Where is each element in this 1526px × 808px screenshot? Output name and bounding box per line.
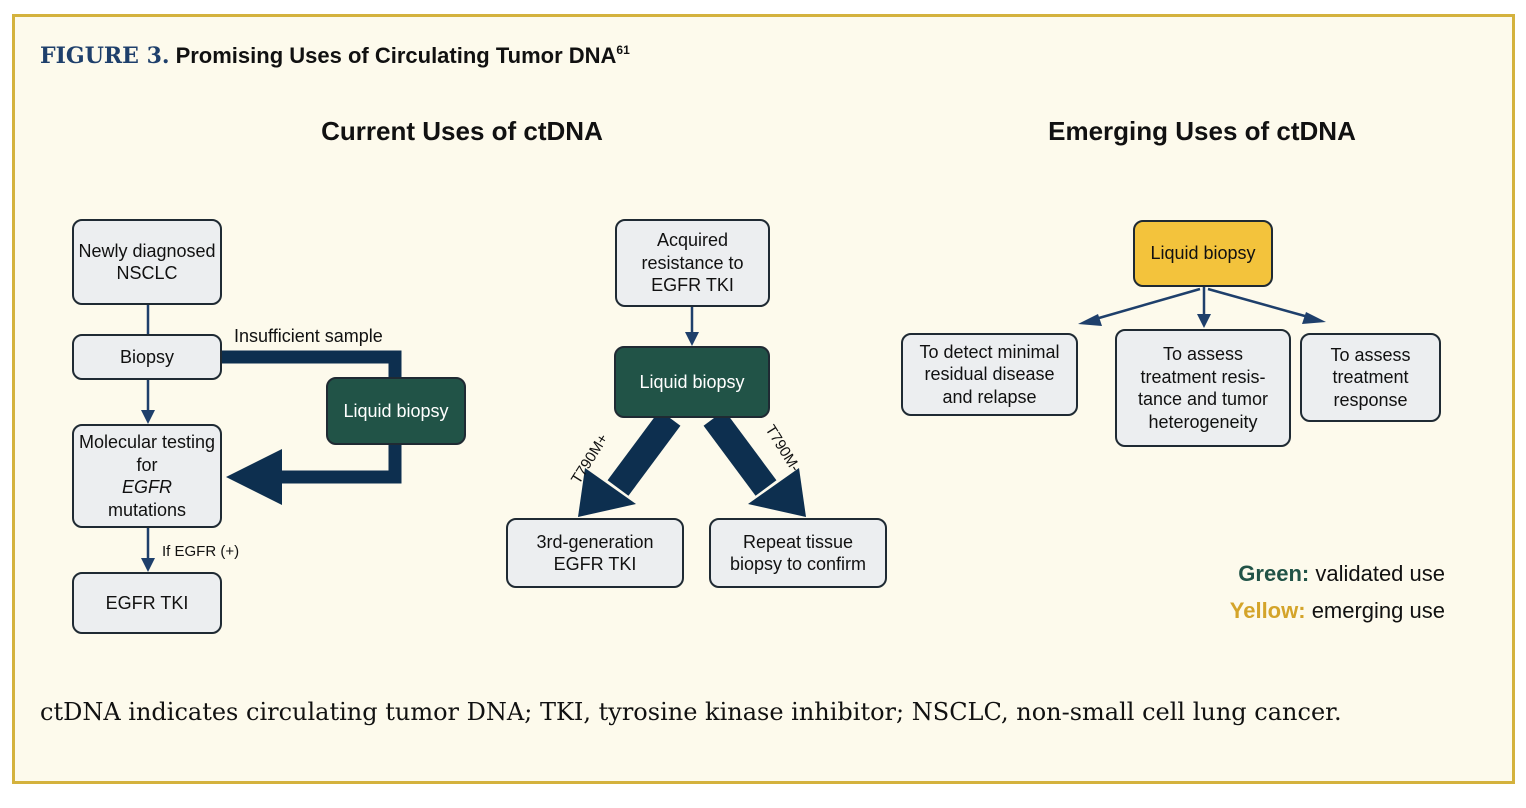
arrowhead-testing-to-tki bbox=[141, 558, 155, 572]
thick-path-insufficient-sample bbox=[222, 350, 402, 378]
box-treatment-response: To assess treatment response bbox=[1300, 333, 1441, 422]
arrowhead-liquid-to-mrd bbox=[1078, 314, 1102, 326]
thick-path-to-testing bbox=[278, 444, 402, 484]
section-title-current: Current Uses of ctDNA bbox=[321, 116, 603, 146]
box-egfr-tki: EGFR TKI bbox=[72, 572, 222, 634]
figure-reference: 61 bbox=[616, 43, 630, 57]
box-biopsy: Biopsy bbox=[72, 334, 222, 380]
box-molecular-testing: Molecular testing for EGFR mutations bbox=[72, 424, 222, 528]
thick-arrowhead-to-testing bbox=[226, 449, 282, 505]
molecular-testing-suffix: mutations bbox=[107, 499, 187, 520]
box-treatment-resistance: To assess treatment resis- tance and tum… bbox=[1115, 329, 1291, 447]
molecular-testing-gene: EGFR bbox=[121, 477, 172, 497]
legend-yellow-key: Yellow: bbox=[1229, 598, 1306, 623]
label-insufficient-sample: Insufficient sample bbox=[234, 326, 383, 346]
arrowhead-liquid-to-response bbox=[1302, 312, 1326, 324]
legend-yellow-value: emerging use bbox=[1311, 598, 1445, 623]
connector-liquid-to-mrd bbox=[1091, 287, 1201, 322]
box-liquid-biopsy-current: Liquid biopsy bbox=[326, 377, 466, 445]
legend-yellow: Yellow: emerging use bbox=[1145, 598, 1445, 624]
box-repeat-tissue-biopsy: Repeat tissue biopsy to confirm bbox=[709, 518, 887, 588]
box-minimal-residual-disease: To detect minimal residual disease and r… bbox=[901, 333, 1078, 416]
arrowhead-resistance-to-liquid bbox=[685, 332, 699, 346]
label-if-egfr-positive: If EGFR (+) bbox=[162, 543, 240, 560]
box-third-generation-tki: 3rd-generation EGFR TKI bbox=[506, 518, 684, 588]
molecular-testing-text: Molecular testing for bbox=[78, 432, 216, 475]
box-acquired-resistance: Acquired resistance to EGFR TKI bbox=[615, 219, 770, 307]
figure-title: FIGURE 3.Promising Uses of Circulating T… bbox=[40, 42, 630, 70]
arrowhead-liquid-to-resistance bbox=[1197, 314, 1211, 328]
thick-arrow-t790m-neg bbox=[703, 410, 777, 496]
thick-arrow-t790m-pos bbox=[607, 410, 681, 496]
thick-arrowhead-t790m-pos bbox=[578, 468, 636, 517]
section-title-emerging: Emerging Uses of ctDNA bbox=[1048, 116, 1356, 146]
connector-liquid-to-response bbox=[1207, 287, 1313, 320]
box-liquid-biopsy-emerging: Liquid biopsy bbox=[1133, 220, 1273, 287]
thick-arrowhead-t790m-neg bbox=[748, 468, 806, 517]
figure-title-text: Promising Uses of Circulating Tumor DNA bbox=[175, 43, 617, 68]
arrowhead-biopsy-to-testing bbox=[141, 410, 155, 424]
legend-green-key: Green: bbox=[1238, 561, 1310, 586]
figure-label: FIGURE 3. bbox=[40, 43, 170, 69]
legend-green-value: validated use bbox=[1315, 561, 1445, 586]
figure-caption: ctDNA indicates circulating tumor DNA; T… bbox=[40, 698, 1342, 726]
box-newly-diagnosed: Newly diagnosed NSCLC bbox=[72, 219, 222, 305]
box-liquid-biopsy-resistance: Liquid biopsy bbox=[614, 346, 770, 418]
legend-green: Green: validated use bbox=[1145, 561, 1445, 587]
